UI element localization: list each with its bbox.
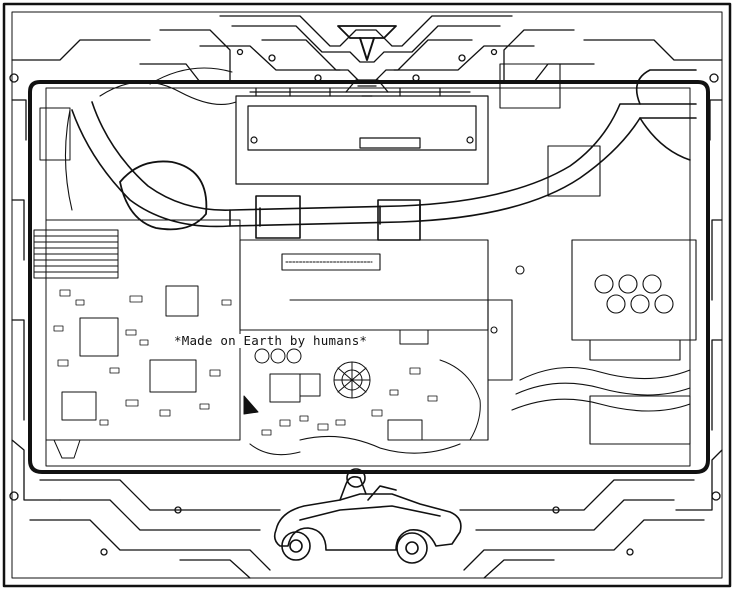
- inner-frame: [28, 80, 710, 474]
- wires: [64, 67, 461, 456]
- top-ornament: [139, 15, 595, 97]
- chip-texture: [53, 289, 438, 436]
- tesla-logo-bar: [337, 25, 397, 39]
- right-traces: [583, 39, 723, 511]
- spaceman-roadster: [273, 468, 462, 564]
- left-board: [33, 107, 241, 459]
- bottom-ornament: [29, 479, 705, 579]
- left-traces: [9, 39, 151, 501]
- tesla-logo-stem: [359, 37, 375, 61]
- heatsink-block: [235, 87, 489, 185]
- lower-components: [243, 329, 481, 441]
- right-components: [499, 63, 697, 445]
- made-on-earth-caption: *Made on Earth by humans*: [172, 333, 370, 348]
